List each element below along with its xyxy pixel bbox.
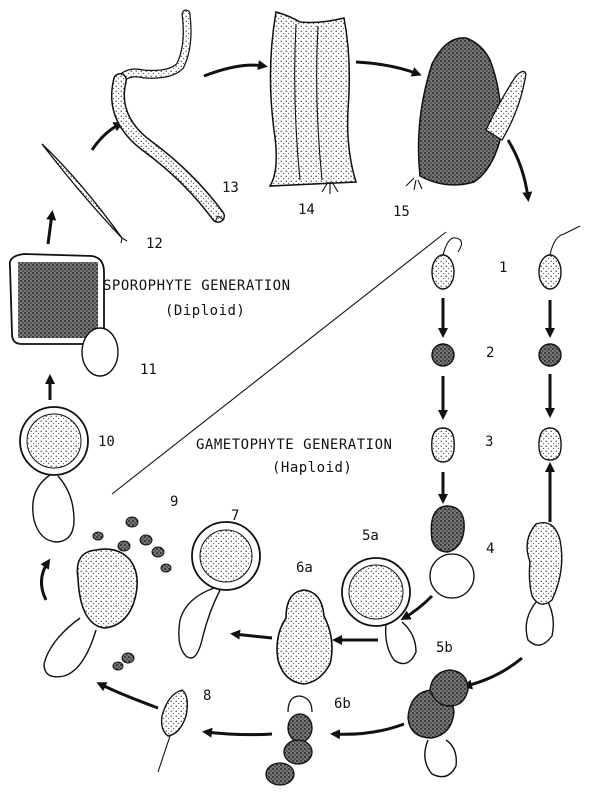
stage-1-zoospores (431, 225, 581, 290)
stage-8-gamete (157, 689, 189, 773)
stage-4-young-gametophytes (429, 505, 563, 646)
arrow-15-to-1 (506, 139, 533, 202)
gametophyte-ploidy: (Haploid) (272, 460, 352, 476)
label-stage-13: 13 (222, 180, 239, 196)
arrow-14-to-15 (355, 60, 422, 77)
label-stage-4: 4 (486, 541, 494, 557)
label-stage-14: 14 (298, 202, 315, 218)
stage-2-spores (431, 343, 562, 367)
stage-5a-gametophyte (341, 557, 417, 665)
stage-7-gametangium (178, 521, 261, 659)
cycle-arrows (40, 60, 555, 740)
stage-11-sporangium (8, 253, 119, 377)
label-stage-7: 7 (231, 508, 239, 524)
arrow-6b-to-8 (202, 727, 273, 738)
stage-9-release (43, 516, 172, 678)
label-stage-8: 8 (203, 688, 211, 704)
label-stage-1: 1 (499, 260, 507, 276)
stage-5b-gametangia (407, 669, 469, 778)
label-stage-6a: 6a (296, 560, 313, 576)
stage-10-zygote (19, 406, 89, 543)
label-stage-2: 2 (486, 345, 494, 361)
label-stage-6b: 6b (334, 696, 351, 712)
stage-13-filament (111, 9, 225, 223)
label-stage-12: 12 (146, 236, 163, 252)
arrow-8-to-9 (96, 682, 159, 710)
label-stage-9: 9 (170, 494, 178, 510)
stage-12-spindle (41, 143, 128, 244)
arrow-13-to-14 (203, 60, 268, 78)
generation-divider (111, 231, 447, 495)
arrow-11-to-12 (46, 210, 57, 245)
label-stage-5a: 5a (362, 528, 379, 544)
stage-number-labels: 1 2 3 4 5a 5b 6a 6b 7 8 9 10 11 12 13 14… (98, 180, 507, 712)
stage-15-mature (405, 37, 527, 191)
stage-14-ribbon (268, 11, 358, 194)
stage-3-germinating (431, 427, 562, 463)
label-stage-3: 3 (485, 434, 493, 450)
arrow-6a-to-7 (230, 629, 273, 640)
generation-labels: SPOROPHYTE GENERATION (Diploid) GAMETOPH… (103, 278, 392, 476)
arrow-4-to-5b (462, 656, 523, 690)
arrow-4-to-5a (400, 594, 434, 620)
arrow-12-to-13 (90, 122, 124, 151)
label-stage-11: 11 (140, 362, 157, 378)
gametophyte-title: GAMETOPHYTE GENERATION (196, 437, 392, 453)
sporophyte-title: SPOROPHYTE GENERATION (103, 278, 291, 294)
label-stage-10: 10 (98, 434, 115, 450)
stage-6b-chain (265, 695, 313, 786)
label-stage-5b: 5b (436, 640, 453, 656)
stage-6a-gametangium (276, 589, 333, 685)
label-stage-15: 15 (393, 204, 410, 220)
arrow-9-to-10 (40, 558, 51, 601)
sporophyte-ploidy: (Diploid) (165, 303, 245, 319)
arrow-5b-to-6b (330, 722, 405, 740)
